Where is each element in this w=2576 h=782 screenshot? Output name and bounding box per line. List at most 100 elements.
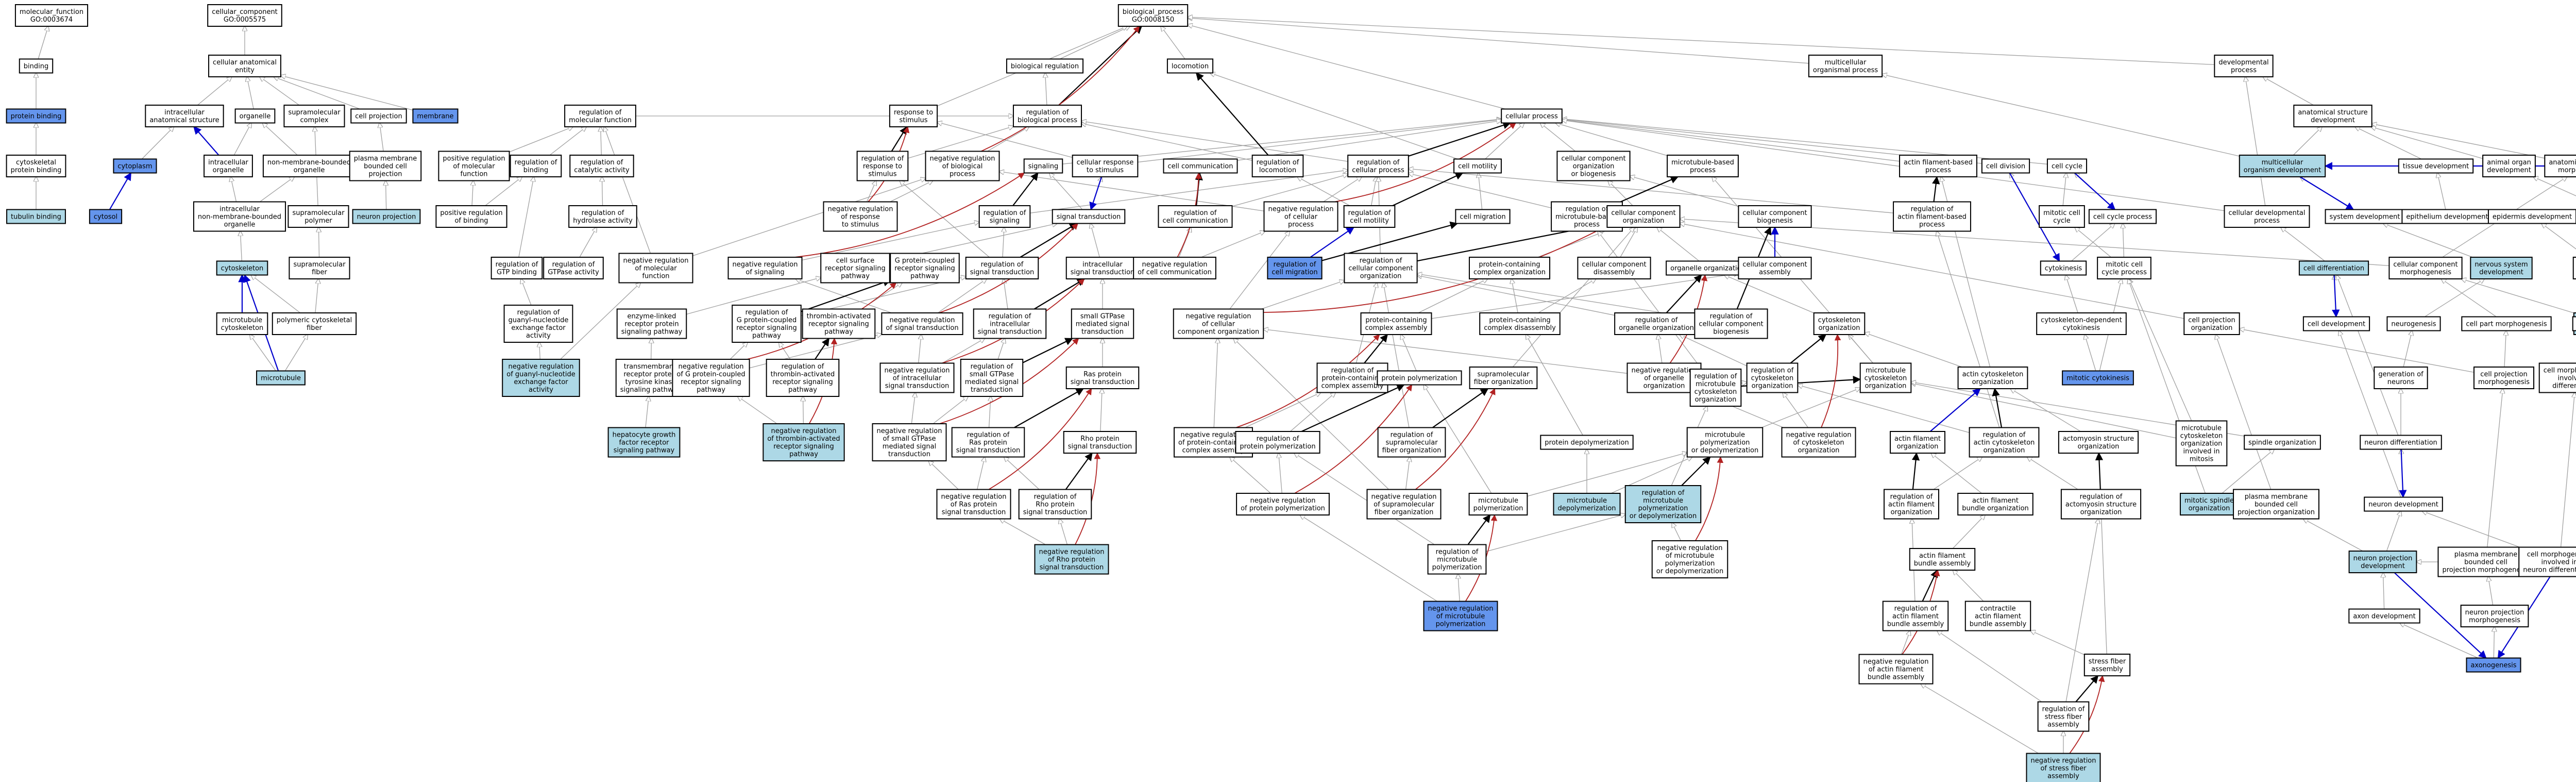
go-term-node-microtubule[interactable]: microtubule [256, 370, 306, 386]
go-term-node-signaltrans[interactable]: signal transduction [1052, 209, 1126, 224]
go-term-node-spindleorg[interactable]: spindle organization [2244, 435, 2321, 450]
go-term-node-signaling[interactable]: signaling [1023, 158, 1063, 174]
go-term-node-neurondiff[interactable]: neuron differentiation [2360, 435, 2442, 450]
go-term-node-protpoly[interactable]: protein polymerization [1377, 370, 1462, 386]
go-term-node-axondev[interactable]: axon development [2348, 608, 2420, 624]
go-term-node-cellproc[interactable]: cellular process [1501, 108, 1563, 124]
go-term-node-cellcycle[interactable]: cell cycle [2046, 158, 2088, 174]
go-term-node-celldev[interactable]: cell development [2302, 316, 2370, 331]
go-term-node-celldiff[interactable]: cell differentiation [2298, 260, 2369, 276]
go-term-node-epithdev[interactable]: epithelium development [2401, 209, 2493, 224]
go-term-node-cellmorph[interactable]: cell morphogenesis [2572, 316, 2576, 331]
go-term-node-cytoplasm[interactable]: cytoplasm [113, 158, 157, 174]
go-term-node-mitcytok[interactable]: mitotic cytokinesis [2062, 370, 2134, 386]
go-term-node-tubbind[interactable]: tubulin binding [6, 209, 66, 224]
go-term-node-cellpartmorph[interactable]: cell part morphogenesis [2461, 316, 2552, 331]
go-term-node-axonogenesis[interactable]: axonogenesis [2466, 657, 2521, 673]
go-term-node-binding[interactable]: binding [19, 58, 54, 74]
go-term-node-cellcomm[interactable]: cell communication [1163, 158, 1238, 174]
go-term-node-sysdev[interactable]: system development [2325, 209, 2405, 224]
go-term-node-epiddev[interactable]: epidermis development [2487, 209, 2576, 224]
go-term-node-neurogenesis[interactable]: neurogenesis [2386, 316, 2441, 331]
go-term-node-ccproc[interactable]: cell cycle process [2088, 209, 2157, 224]
go-term-node-tissuedev[interactable]: tissue development [2398, 158, 2474, 174]
go-term-node-protbind[interactable]: protein binding [6, 108, 66, 124]
